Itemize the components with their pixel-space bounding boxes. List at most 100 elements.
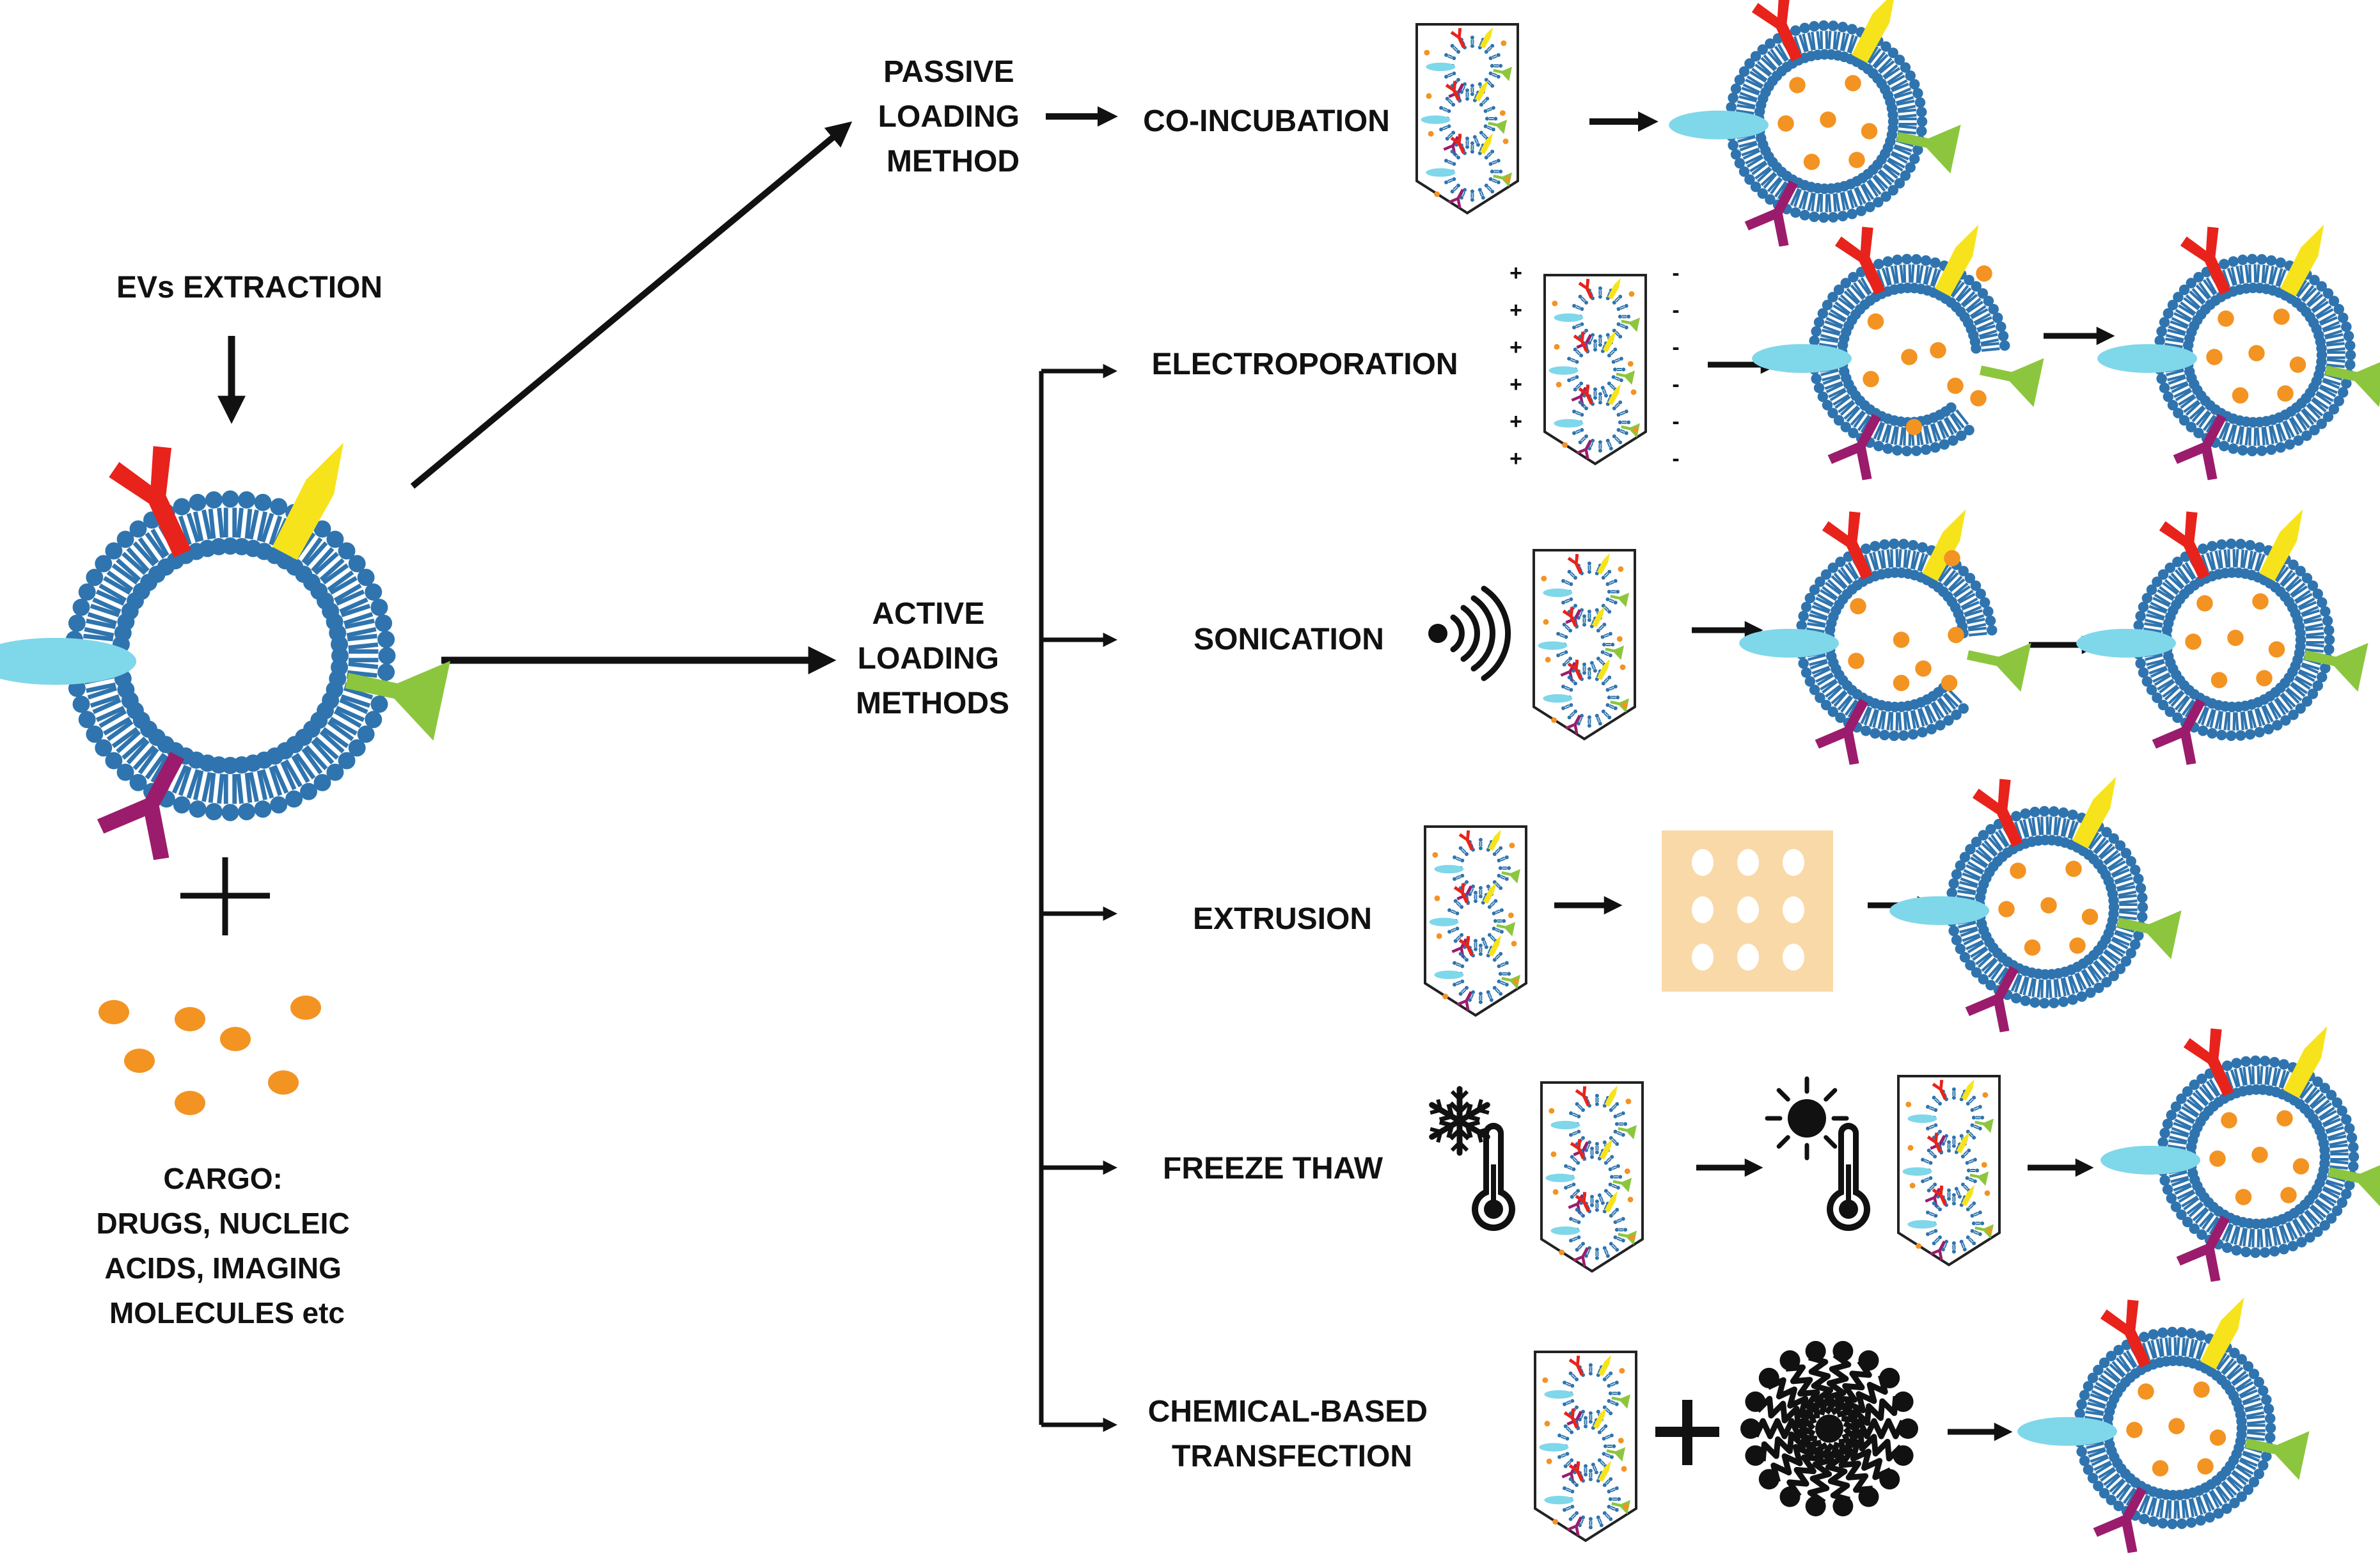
marker-cyan	[1902, 1167, 1932, 1176]
cargo-dot	[1623, 1503, 1629, 1510]
minus-charge: -	[1672, 298, 1679, 322]
marker-red	[1927, 1132, 1942, 1153]
cargo-dot	[2065, 861, 2082, 877]
marker-green	[2328, 1159, 2380, 1209]
vesicle-small-icon	[1434, 935, 1521, 1011]
marker-yellow	[1599, 1138, 1612, 1160]
cargo-dot	[1909, 1182, 1916, 1189]
marker-red	[1822, 511, 1873, 580]
passive-loading-heading: PASSIVE LOADING METHOD	[878, 55, 1028, 179]
marker-green	[1493, 172, 1513, 187]
cargo-dot	[1550, 1151, 1557, 1157]
cargo-dot	[1551, 717, 1557, 723]
tube-icon	[1415, 23, 1519, 215]
marker-yellow	[2259, 509, 2303, 582]
cargo-dot	[1845, 75, 1861, 91]
marker-green	[2303, 642, 2368, 692]
cargo-label-line: DRUGS, NUCLEIC	[97, 1207, 350, 1240]
cargo-dot	[1428, 131, 1434, 137]
cargo-dot	[2024, 939, 2041, 956]
marker-green	[1611, 1394, 1631, 1409]
cargo-dot	[2256, 670, 2273, 686]
cargo-dot	[1552, 300, 1558, 306]
cargo-dot	[1930, 342, 1946, 359]
marker-red	[1932, 1079, 1947, 1100]
cargo-dot	[1621, 702, 1628, 708]
cargo-dot	[1820, 111, 1836, 128]
marker-purple	[1815, 698, 1868, 765]
cargo-dot	[1552, 1189, 1559, 1195]
cargo-dot	[1982, 1092, 1989, 1098]
marker-green	[1621, 423, 1641, 438]
cargo-dot	[1513, 978, 1519, 985]
vesicle-icon	[1669, 0, 1961, 247]
marker-purple	[1573, 1247, 1589, 1267]
marker-cyan	[1554, 419, 1584, 428]
marker-yellow	[1474, 80, 1488, 102]
passive-heading-line: PASSIVE	[883, 55, 1014, 89]
cargo-dot	[1893, 674, 1910, 692]
marker-purple	[1965, 965, 2019, 1033]
marker-green	[345, 660, 450, 741]
marker-red	[1450, 133, 1465, 154]
vesicle-small-icon	[1907, 1079, 1994, 1155]
cargo-dot	[1632, 427, 1639, 433]
marker-cyan	[1889, 896, 1990, 925]
cargo-dot	[268, 1070, 299, 1095]
cargo-dot	[2010, 862, 2026, 879]
cargo-dot	[1434, 895, 1440, 901]
cargo-dot	[1432, 852, 1438, 858]
cargo-dot	[2209, 1429, 2226, 1446]
marker-green	[2244, 1431, 2310, 1480]
marker-red	[1575, 1086, 1590, 1107]
marker-yellow	[1483, 882, 1496, 904]
cargo-dot	[175, 1007, 205, 1031]
marker-green	[1969, 1171, 1989, 1186]
marker-cyan	[1550, 1120, 1580, 1130]
marker-red	[1562, 607, 1577, 627]
cargo-dot	[1621, 1466, 1627, 1472]
cargo-dot	[2218, 310, 2234, 327]
cargo-dot	[1616, 636, 1623, 642]
minus-charge: -	[1672, 447, 1679, 471]
cargo-dot	[1624, 1168, 1630, 1175]
marker-purple	[2176, 1215, 2230, 1282]
co-incubation-label: CO-INCUBATION	[1143, 104, 1390, 138]
cargo-dot	[2069, 937, 2086, 954]
marker-green	[1618, 1230, 1637, 1246]
cargo-dot	[2289, 356, 2306, 373]
marker-cyan	[1907, 1220, 1937, 1229]
cargo-dot	[1848, 152, 1865, 168]
tube-icon	[1540, 1081, 1644, 1273]
tube-icon	[1534, 1351, 1637, 1543]
marker-cyan	[2100, 1145, 2201, 1175]
cargo-dot	[1511, 940, 1517, 947]
cargo-dot	[1981, 1162, 1987, 1168]
cargo-dot	[2211, 672, 2228, 688]
cargo-dot	[1789, 77, 1806, 93]
marker-yellow	[2072, 777, 2116, 849]
cargo-dot	[1549, 1107, 1555, 1114]
cargo-dot	[2268, 641, 2285, 658]
cargo-dot	[1424, 49, 1430, 56]
marker-cyan	[1421, 115, 1451, 124]
cargo-label-line: ACIDS, IMAGING	[104, 1251, 342, 1285]
cargo-dot	[2152, 1460, 2169, 1477]
marker-yellow	[1956, 1132, 1969, 1154]
marker-red	[1458, 935, 1474, 956]
tube-icon	[1533, 549, 1636, 741]
cargo-dot	[175, 1091, 205, 1115]
marker-red	[1568, 1461, 1584, 1482]
marker-red	[2183, 1028, 2234, 1097]
cargo-dot	[1628, 291, 1635, 297]
cargo-dot	[1629, 1234, 1635, 1241]
cargo-dot	[1554, 344, 1560, 350]
marker-yellow	[1488, 935, 1501, 957]
marker-red	[1570, 1139, 1585, 1159]
cargo-dot	[2235, 1189, 2252, 1205]
marker-green	[1493, 67, 1513, 81]
marker-yellow	[1922, 509, 1966, 582]
sonication-label: SONICATION	[1194, 623, 1384, 656]
cargo-dot	[1625, 1099, 1632, 1104]
marker-cyan	[1669, 110, 1769, 139]
